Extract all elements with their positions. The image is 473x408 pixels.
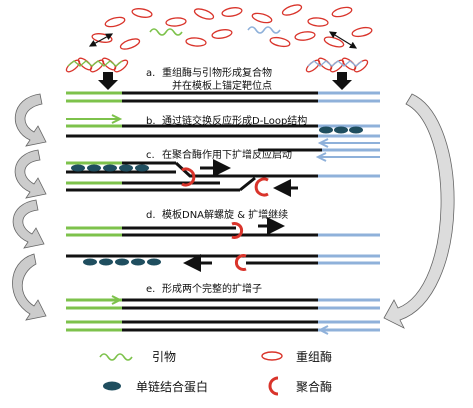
cycle-arrow-right (383, 93, 455, 329)
step-a-letter: a. (146, 68, 155, 79)
step-d-letter: d. (146, 210, 156, 221)
step-c-initiation (66, 148, 380, 197)
recombinase-primer-complex-left (65, 57, 129, 73)
step-b-letter: b. (146, 116, 156, 127)
legend-polymerase-icon (268, 376, 279, 396)
free-primer-blue (247, 26, 281, 34)
legend-recombinase-icon (261, 351, 283, 361)
step-e-text: 形成两个完整的扩增子 (162, 282, 262, 295)
recombinase-primer-complex-right (305, 57, 369, 73)
legend-ssb-icon (103, 381, 121, 391)
legend-primer-label: 引物 (152, 350, 176, 364)
legend-primer-icon (99, 353, 133, 361)
legend-recombinase-label: 重组酶 (296, 349, 332, 364)
step-a-template (66, 91, 380, 103)
step-d-unwinding (66, 217, 380, 272)
step-b-text: 通过链交换反应形成D-Loop结构 (162, 114, 307, 127)
legend: 引物 重组酶 单链结合蛋白 聚合酶 (99, 349, 332, 396)
step-e-amplicons (66, 295, 380, 335)
equilibrium-arrow-left (88, 33, 114, 47)
step-a-text: 重组酶与引物形成复合物 (162, 66, 272, 79)
step-a-text-2: 并在模板上锚定靶位点 (172, 79, 272, 92)
step-d-text: 模板DNA解螺旋 & 扩增继续 (162, 208, 288, 221)
legend-polymerase-label: 聚合酶 (296, 379, 332, 394)
free-primer-green (149, 28, 183, 36)
step-labels: a. 重组酶与引物形成复合物 并在模板上锚定靶位点 b. 通过链交换反应形成D-… (146, 66, 307, 295)
free-recombinase-cloud (91, 4, 373, 50)
step-b-dloop (66, 114, 380, 148)
step-c-text: 在聚合酶作用下扩增反应启动 (162, 148, 292, 161)
step-c-letter: c. (146, 150, 155, 161)
legend-ssb-label: 单链结合蛋白 (136, 379, 208, 394)
equilibrium-arrow-right (328, 31, 358, 49)
binding-arrow-right (332, 72, 352, 90)
binding-arrow-left (98, 72, 118, 90)
step-e-letter: e. (146, 284, 155, 295)
cycle-arrows-left (12, 93, 47, 321)
